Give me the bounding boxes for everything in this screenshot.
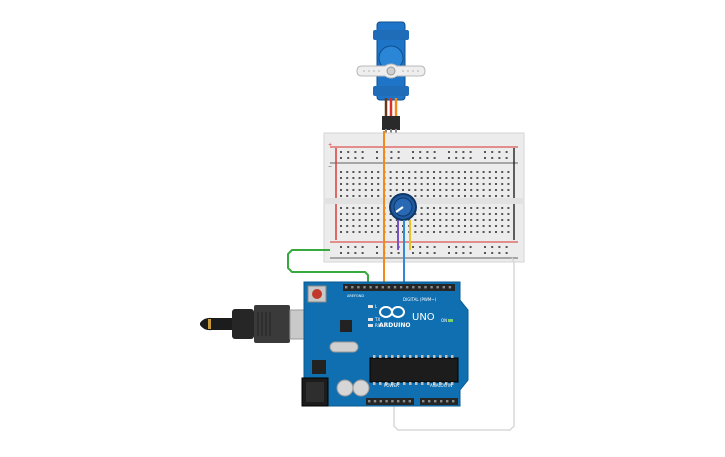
led-l-label: L: [375, 304, 378, 309]
gnd-wire-green[interactable]: [287, 249, 369, 290]
led-rx: [368, 324, 373, 327]
led-tx: [368, 318, 373, 321]
arduino-uno-board[interactable]: L TX RX ON ARDUINO UNO DIGITAL (PWM~) AN…: [301, 281, 469, 407]
breadboard-body: [323, 132, 525, 263]
potentiometer-indicator: [395, 206, 404, 213]
power-jack-inner: [306, 382, 324, 402]
voltage-regulator: [312, 360, 326, 374]
power-wire-white[interactable]: [393, 257, 515, 431]
servo-mount-tab-top: [373, 30, 409, 40]
led-on: [448, 319, 453, 322]
rail-minus-label: −: [328, 164, 332, 170]
usb-interface-chip: [340, 320, 352, 332]
atmega-chip: [369, 357, 459, 383]
usb-plug-body: [232, 309, 254, 339]
reset-button-cap: [312, 289, 322, 299]
infinity-logo-icon: [379, 306, 405, 318]
gnd-label: GND: [356, 294, 364, 298]
servo-mount-tab-bottom: [373, 86, 409, 96]
power-header: [366, 398, 414, 405]
analog-header: [420, 398, 458, 405]
capacitor-2: [352, 379, 370, 397]
usb-cable-end: [200, 317, 232, 331]
atmega-chip-legs: [373, 355, 454, 385]
aref-label: AREF: [347, 294, 356, 298]
analog-label: ANALOG IN: [430, 383, 452, 388]
usb-plug-housing: [254, 305, 290, 343]
servo-motor[interactable]: [356, 21, 426, 133]
capacitor-1: [336, 379, 354, 397]
crystal-oscillator: [329, 341, 359, 353]
header-pins: [345, 286, 455, 403]
potentiometer[interactable]: [389, 193, 417, 250]
led-on-label: ON: [441, 318, 447, 323]
led-rx-label: RX: [375, 323, 381, 328]
servo-horn-holes: [363, 70, 419, 72]
power-label: POWER: [384, 383, 399, 388]
servo-horn-screw: [386, 66, 396, 76]
servo-connector: [382, 116, 400, 130]
breadboard-holes: [340, 151, 510, 254]
led-l: [368, 305, 373, 308]
servo-connector-pins: [385, 129, 397, 133]
usb-cable-tip: [208, 319, 211, 329]
breadboard[interactable]: + −: [323, 132, 525, 263]
digital-label: DIGITAL (PWM~): [403, 297, 437, 302]
usb-plug-grip: [257, 312, 271, 336]
arduino-model-text: UNO: [412, 312, 435, 323]
rail-plus-label: +: [328, 142, 332, 148]
arduino-brand-text: ARDUINO: [379, 322, 410, 329]
breadboard-center-channel: [324, 198, 524, 204]
led-tx-label: TX: [374, 317, 380, 322]
digital-header: [343, 284, 455, 291]
